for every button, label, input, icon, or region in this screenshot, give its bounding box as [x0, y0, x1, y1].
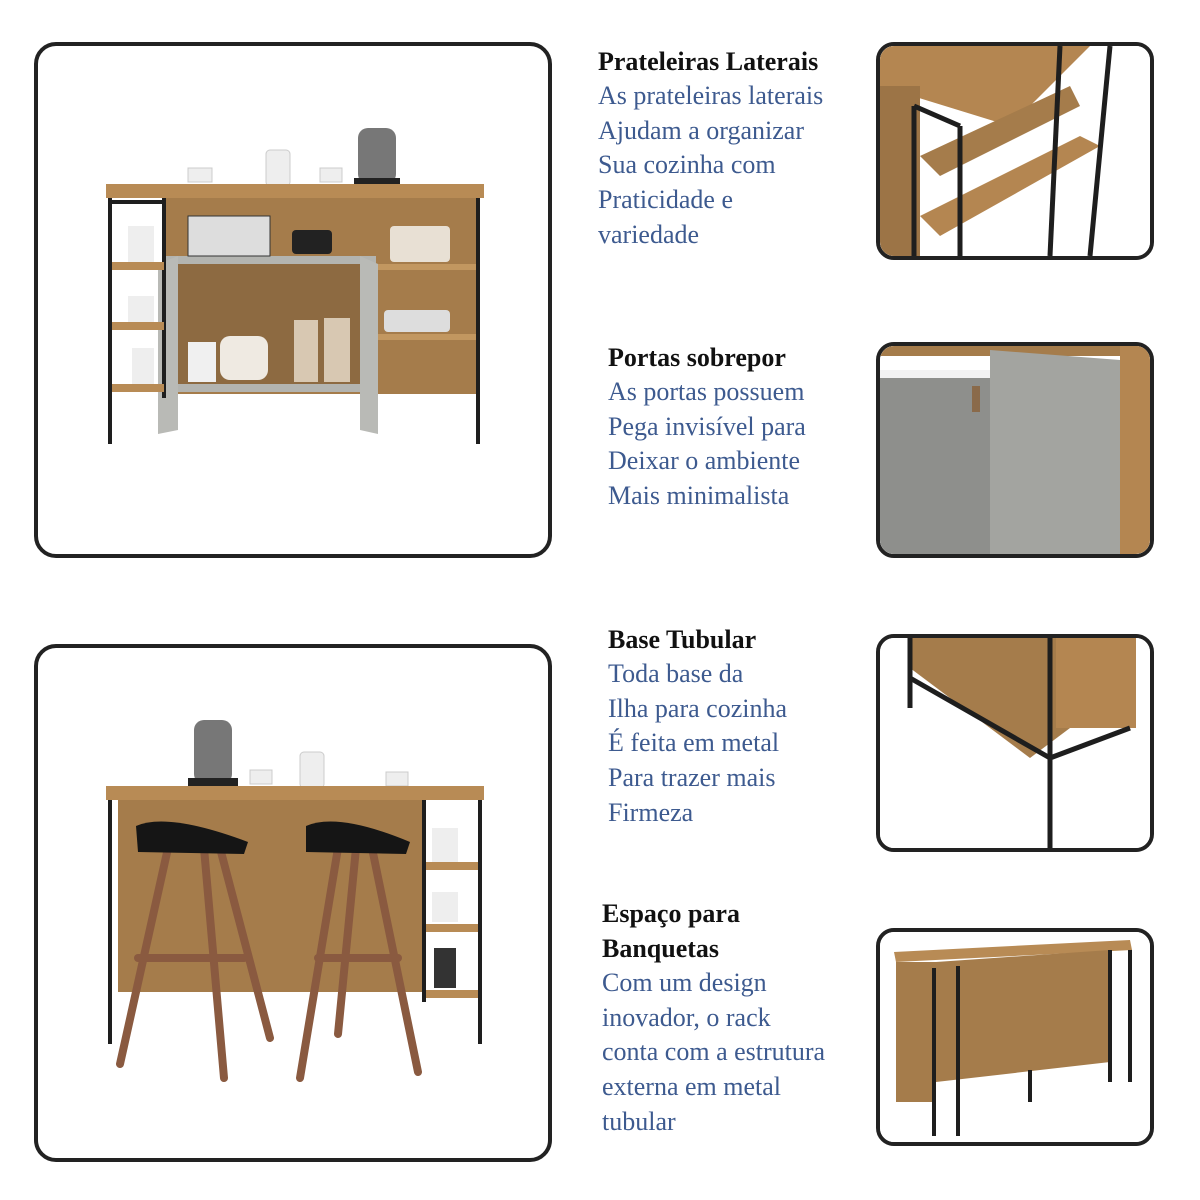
feature-line: Pega invisível para — [608, 411, 806, 441]
feature-title: Prateleiras Laterais — [598, 47, 819, 76]
feature-line: Ilha para cozinha — [608, 693, 788, 723]
feature-line: É feita em metal — [608, 728, 780, 758]
feature-line: conta com a estrutura — [602, 1037, 826, 1067]
feature-stool-space: Espaço para Banquetas Com um design inov… — [602, 896, 825, 1140]
feature-title: Espaço para — [602, 899, 740, 928]
feature-line: Sua cozinha com — [598, 150, 776, 180]
feature-title: Banquetas — [602, 934, 720, 963]
feature-title: Base Tubular — [608, 625, 757, 654]
stool-space-detail-image — [876, 928, 1154, 1146]
feature-line: Deixar o ambiente — [608, 446, 801, 476]
feature-line: tubular — [602, 1106, 676, 1136]
feature-line: externa em metal — [602, 1072, 782, 1102]
feature-side-shelves: Prateleiras Laterais As prateleiras late… — [598, 44, 823, 253]
feature-title: Portas sobrepor — [608, 343, 786, 372]
feature-line: Toda base da — [608, 659, 744, 688]
feature-overlay-doors: Portas sobrepor As portas possuem Pega i… — [608, 340, 806, 514]
feature-line: Com um design — [602, 968, 767, 997]
feature-tubular-base: Base Tubular Toda base da Ilha para cozi… — [608, 622, 787, 831]
feature-line: Firmeza — [608, 797, 694, 827]
overlay-doors-detail-image — [876, 342, 1154, 558]
product-stools-image — [34, 644, 552, 1162]
feature-line: Praticidade e — [598, 185, 733, 215]
side-shelves-detail-image — [876, 42, 1154, 260]
tubular-base-detail-image — [876, 634, 1154, 852]
feature-line: As portas possuem — [608, 377, 805, 406]
feature-line: variedade — [598, 219, 700, 249]
feature-line: inovador, o rack — [602, 1002, 771, 1032]
feature-line: Para trazer mais — [608, 763, 776, 793]
feature-line: As prateleiras laterais — [598, 81, 824, 110]
feature-line: Ajudam a organizar — [598, 115, 804, 145]
feature-line: Mais minimalista — [608, 481, 790, 511]
product-front-image — [34, 42, 552, 558]
